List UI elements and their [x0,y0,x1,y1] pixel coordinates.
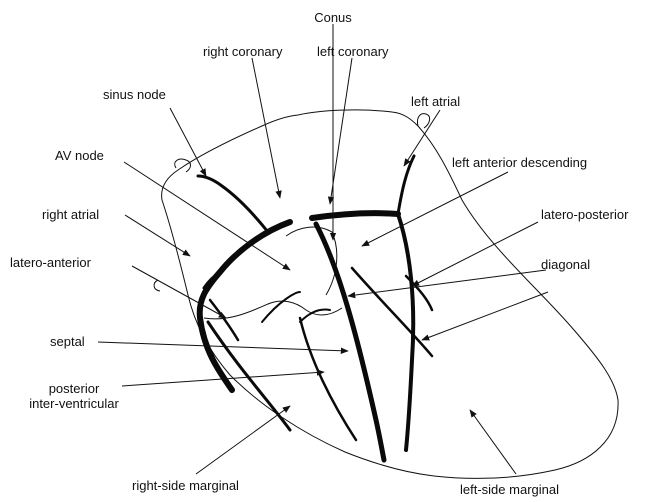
left-main-coronary [312,213,398,218]
diagonal-branch [352,268,432,356]
label-conus: Conus [303,10,363,25]
label-sinus-node: sinus node [103,87,166,102]
posterior-interventricular-branch [300,318,356,440]
sinus-node-branch [198,176,268,232]
label-left-atrial: left atrial [411,94,460,109]
pointer-latero-posterior [412,222,538,286]
septal-branch [300,310,330,323]
label-right-coronary: right coronary [203,44,282,59]
label-left-anterior-descending: left anterior descending [452,155,587,170]
pointer-right-atrial [125,215,190,256]
latero-posterior-branch [406,276,432,310]
pointer-diagonal [348,270,546,296]
pointer-left-side-marginal [470,410,516,474]
pulmonary-trunk-outline [286,227,337,295]
label-latero-posterior: latero-posterior [541,207,628,222]
label-diagonal: diagonal [541,257,590,272]
label-right-atrial: right atrial [42,207,99,222]
pointer-right-coronary [252,58,280,198]
left-atrial-branch [398,156,414,214]
label-av-node: AV node [55,148,104,163]
pointer-latero-anterior [132,266,226,318]
pointer-right-side-marginal [196,406,290,474]
atrial-appendage-right [417,114,429,128]
label-latero-anterior: latero-anterior [10,255,91,270]
label-posterior: posterior [14,381,134,396]
label-left-coronary: left coronary [317,44,389,59]
av-node-branch [262,292,300,322]
label-right-side-marginal: right-side marginal [132,478,239,493]
right-auricle [154,280,160,291]
pointer-left-side-marginal-upper [422,292,548,340]
label-left-side-marginal: left-side marginal [460,482,559,497]
left-anterior-descending-artery [316,224,384,460]
latero-anterior-branch [210,300,238,340]
label-inter-ventricular: inter-ventricular [14,396,134,411]
label-septal: septal [50,334,85,349]
